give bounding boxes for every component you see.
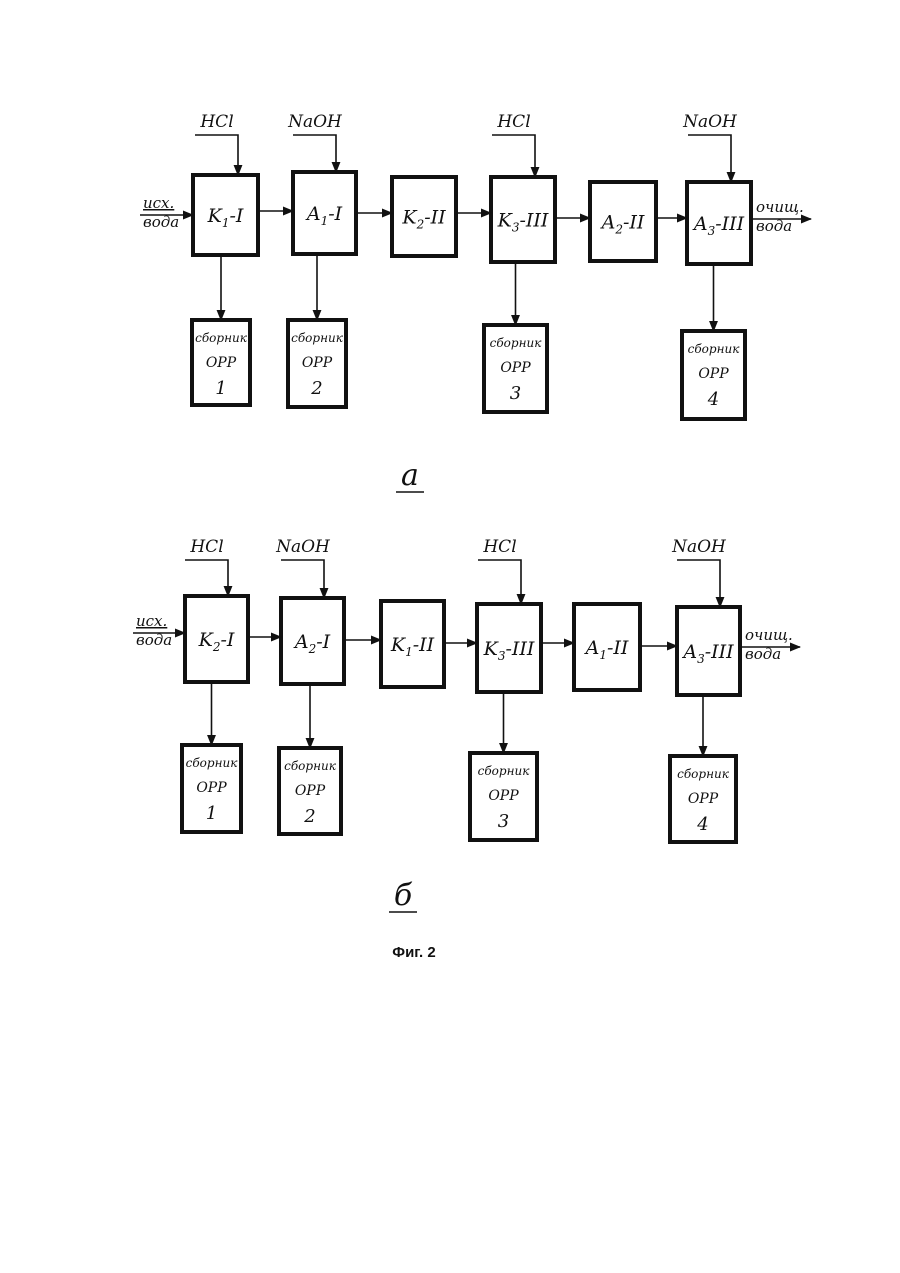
collector-box: сборникОРР 1 — [182, 745, 241, 832]
collector-title: сборник — [478, 764, 531, 778]
reagent-label: NaOH — [287, 112, 343, 132]
collector-title: сборник — [284, 759, 337, 773]
reagent-feed-arrow — [293, 135, 336, 172]
stage-box: A2-I — [281, 598, 344, 684]
collector-title: сборник — [677, 767, 730, 781]
collector-title: сборник — [291, 331, 344, 345]
stage-box: K2-II — [392, 177, 456, 256]
reagent-feed-arrow — [492, 135, 535, 177]
diagram-a: K1-IA1-IK2-IIK3-IIIA2-IIA3-IIIисх.водаоч… — [140, 112, 811, 493]
reagent-feed-arrow — [195, 135, 238, 175]
stage-label: K1-II — [390, 634, 435, 659]
reagent-label: HCl — [189, 537, 223, 557]
reagent-feed-arrow — [677, 560, 720, 607]
collector-number: 1 — [206, 803, 217, 824]
collector-code: ОРР — [688, 791, 719, 807]
stage-box: K3-III — [491, 177, 555, 262]
reagent-feed-arrow — [688, 135, 731, 182]
stage-label: K3-III — [483, 638, 535, 663]
collector-code: ОРР — [698, 366, 729, 382]
collector-title: сборник — [186, 756, 239, 770]
collector-box: сборникОРР 3 — [470, 753, 537, 840]
stage-box: K3-III — [477, 604, 541, 692]
collector-box: сборникОРР 4 — [670, 756, 736, 842]
collector-box: сборникОРР 2 — [288, 320, 346, 407]
collector-code: ОРР — [500, 360, 531, 376]
stage-box: K1-II — [381, 601, 444, 687]
collector-number: 3 — [498, 811, 509, 832]
reagent-label: HCl — [496, 112, 530, 132]
outlet-label: очищ. — [745, 626, 793, 644]
collector-number: 4 — [696, 814, 708, 835]
figure-caption: Фиг. 2 — [392, 944, 435, 961]
collector-number: 2 — [310, 378, 322, 399]
reagent-label: HCl — [199, 112, 233, 132]
reagent-label: NaOH — [682, 112, 738, 132]
collector-title: сборник — [195, 331, 248, 345]
stage-label: K2-II — [401, 207, 446, 232]
reagent-feed-arrow — [281, 560, 324, 598]
stage-box: A1-II — [574, 604, 640, 690]
reagent-label: HCl — [482, 537, 516, 557]
reagent-feed-arrow — [185, 560, 228, 596]
collector-code: ОРР — [206, 355, 237, 371]
stage-box: A2-II — [590, 182, 656, 261]
collector-title: сборник — [490, 336, 543, 350]
inlet-label: вода — [143, 213, 179, 231]
collector-number: 1 — [215, 378, 226, 399]
stage-box: K1-I — [193, 175, 258, 255]
inlet-label: вода — [136, 631, 172, 649]
collector-number: 4 — [707, 389, 719, 410]
collector-title: сборник — [688, 342, 741, 356]
collector-number: 2 — [303, 806, 315, 827]
collector-box: сборникОРР 4 — [682, 331, 745, 419]
subfigure-label: б — [394, 878, 413, 913]
stage-box: A3-III — [687, 182, 751, 264]
collector-box: сборникОРР 3 — [484, 325, 547, 412]
subfigure-label: а — [401, 458, 419, 493]
stage-label: A3-III — [681, 641, 734, 666]
outlet-label: очищ. — [756, 198, 804, 216]
inlet-label: исх. — [136, 612, 167, 630]
collector-box: сборникОРР 2 — [279, 748, 341, 834]
stage-box: K2-I — [185, 596, 248, 682]
reagent-label: NaOH — [275, 537, 331, 557]
collector-number: 3 — [510, 383, 521, 404]
outlet-label: вода — [745, 645, 781, 663]
reagent-label: NaOH — [671, 537, 727, 557]
collector-code: ОРР — [488, 788, 519, 804]
collector-box: сборникОРР 1 — [192, 320, 250, 405]
reagent-feed-arrow — [478, 560, 521, 604]
collector-code: ОРР — [302, 355, 333, 371]
outlet-label: вода — [756, 217, 792, 235]
stage-label: K3-III — [497, 210, 549, 235]
inlet-label: исх. — [143, 194, 174, 212]
diagram-b: K2-IA2-IK1-IIK3-IIIA1-IIA3-IIIисх.водаоч… — [133, 537, 800, 913]
stage-label: A1-II — [584, 637, 629, 662]
stage-box: A3-III — [677, 607, 740, 695]
collector-code: ОРР — [295, 783, 326, 799]
stage-box: A1-I — [293, 172, 356, 254]
stage-label: A2-II — [600, 212, 645, 237]
stage-label: A3-III — [692, 213, 745, 238]
collector-code: ОРР — [196, 780, 227, 796]
